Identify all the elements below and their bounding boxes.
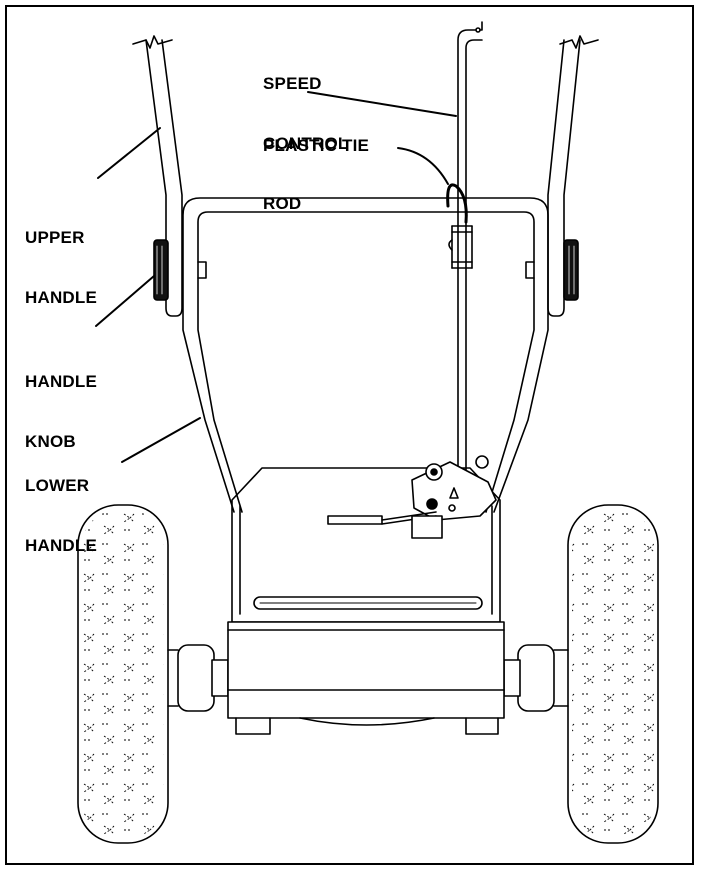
leader-lines [95,91,457,463]
label-lower-handle: LOWER HANDLE [25,436,97,576]
label-speed-control-rod-line1: SPEED [263,74,322,93]
label-speed-control-rod: SPEED CONTROL ROD [263,34,348,234]
right-wheel-hub [503,644,569,712]
label-lower-handle-line2: HANDLE [25,536,98,555]
label-handle-knob-line1: HANDLE [25,372,98,391]
label-lower-handle-line1: LOWER [25,476,90,495]
plastic-tie [446,183,468,224]
speed-control-rod [448,21,483,471]
handle-knob-left [153,239,169,301]
handle-knob-right [563,239,579,301]
right-wheel [567,504,659,844]
label-upper-handle-line1: UPPER [25,228,85,247]
leader-lower-handle [121,417,201,463]
label-upper-handle-line2: HANDLE [25,288,98,307]
label-speed-control-rod-line3: ROD [263,194,302,213]
upper-handle-left [132,35,183,317]
lower-handle [182,197,549,513]
label-upper-handle: UPPER HANDLE [25,188,97,328]
label-plastic-tie: PLASTIC TIE [263,136,370,155]
left-wheel [77,504,169,844]
leader-handle-knob [95,275,155,327]
label-speed-control-rod-line2: CONTROL [263,134,349,153]
label-handle-knob-line2: KNOB [25,432,76,451]
label-handle-knob: HANDLE KNOB [25,332,97,472]
leader-upper-handle [97,127,161,179]
left-wheel-hub [167,644,229,712]
upper-handle-right [547,35,599,317]
leader-plastic-tie [397,147,449,185]
leader-speed-control-rod [307,91,457,117]
speed-control-bracket [327,455,497,539]
